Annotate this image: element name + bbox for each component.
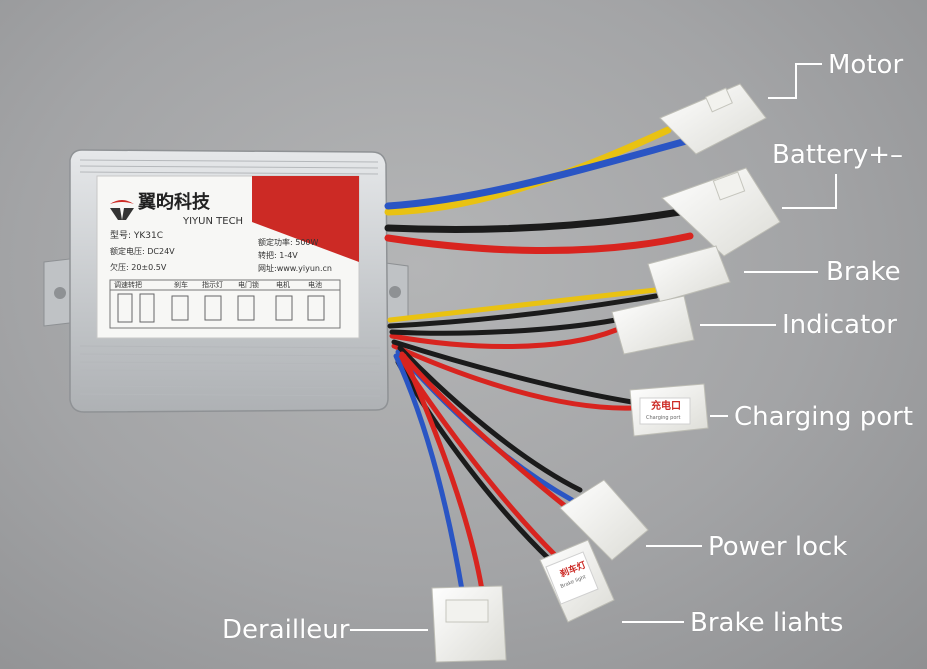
col-throttle: 调速转把 [114, 281, 142, 289]
yiyun-logo [110, 200, 134, 220]
power-lock-connector [559, 479, 649, 561]
col-battery: 电池 [308, 281, 322, 289]
label-indicator: Indicator [782, 310, 897, 340]
derailleur-connector [431, 585, 507, 663]
brake-light-connector [539, 539, 615, 623]
col-indicator: 指示灯 [202, 281, 223, 289]
label-brake: Brake [826, 257, 901, 287]
label-power-lock: Power lock [708, 532, 848, 562]
website: 网址:www.yiyun.cn [258, 264, 332, 273]
sticker-red-corner [252, 176, 359, 262]
label-brake-lights: Brake liahts [690, 608, 844, 638]
col-brake: 刹车 [174, 281, 188, 289]
model-number: 型号: YK31C [110, 231, 164, 241]
label-charging-port: Charging port [734, 402, 914, 432]
motor-connector [659, 83, 767, 155]
rated-power: 额定功率: 500W [258, 238, 319, 247]
charging-tag-cn: 充电口 [651, 401, 681, 412]
callout-lines [350, 63, 837, 631]
brand-cn: 翼昀科技 [138, 192, 210, 213]
indicator-connector [611, 295, 695, 355]
battery-connector [661, 167, 781, 257]
undervoltage: 欠压: 20±0.5V [110, 263, 167, 272]
throttle-range: 转把: 1-4V [258, 251, 298, 260]
brake-connector [647, 245, 731, 303]
charging-tag-en: Charging port [646, 415, 681, 421]
brand-en: YIYUN TECH [183, 216, 244, 227]
col-lock: 电门锁 [238, 281, 259, 289]
col-motor: 电机 [276, 281, 290, 289]
charging-port-connector [629, 383, 709, 437]
heatsink-fins [79, 159, 381, 397]
label-battery: Battery+– [772, 140, 904, 170]
label-derailleur: Derailleur [222, 615, 350, 645]
rated-voltage: 额定电压: DC24V [110, 247, 175, 256]
label-motor: Motor [828, 50, 904, 80]
